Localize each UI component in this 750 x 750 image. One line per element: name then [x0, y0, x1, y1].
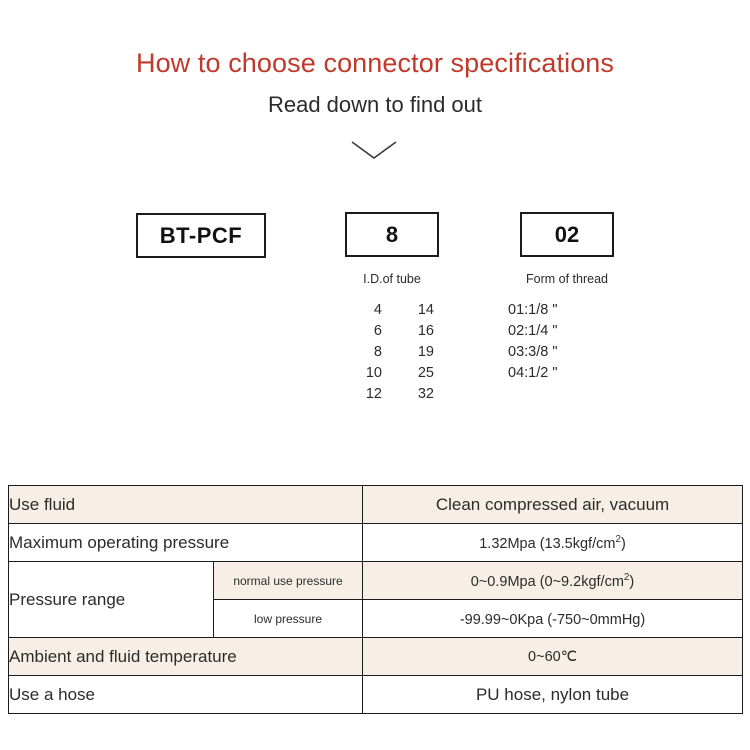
spec-label: Ambient and fluid temperature	[7, 637, 364, 676]
spec-value-prefix: -99.99~0Kpa (-750~0mmHg)	[459, 611, 646, 628]
spec-value: 0~0.9Mpa (0~9.2kgf/cm2)	[362, 561, 744, 600]
spec-label: Pressure range	[8, 561, 214, 638]
list-item: 01:1/8 "	[508, 302, 558, 318]
spec-sublabel: low pressure	[212, 599, 364, 638]
spec-value-sup: 2	[623, 571, 630, 583]
bore-value-b: 19	[417, 344, 434, 360]
list-item: 04:1/2 "	[508, 365, 558, 381]
page-title: How to choose connector specifications	[135, 48, 615, 78]
bore-value-a: 4	[373, 302, 382, 318]
list-item: 6 16	[330, 321, 454, 342]
bore-value-b: 32	[417, 386, 434, 402]
spec-value: -99.99~0Kpa (-750~0mmHg)	[362, 599, 744, 638]
table-row: Ambient and fluid temperature 0~60℃	[7, 637, 744, 676]
specification-table: Use fluid Clean compressed air, vacuum M…	[7, 485, 744, 714]
bore-value-a: 6	[373, 323, 382, 339]
spec-value-prefix: 1.32Mpa (13.5kgf/cm	[479, 535, 616, 552]
list-item: 03:3/8 "	[508, 344, 558, 360]
bore-value-b: 16	[417, 323, 434, 339]
table-row: Use a hose PU hose, nylon tube	[7, 675, 744, 714]
spec-value-prefix: 0~0.9Mpa (0~9.2kgf/cm	[470, 573, 624, 590]
caption-bore: I.D.of tube	[363, 272, 421, 286]
page-subtitle: Read down to find out	[267, 92, 483, 117]
spec-value-suffix: )	[629, 573, 635, 590]
spec-value-sup: 2	[615, 533, 621, 545]
table-row: Pressure range normal use pressure 0~0.9…	[8, 561, 744, 638]
list-item: 8 19	[330, 342, 454, 363]
code-box-bore-value: 8	[385, 221, 399, 247]
bore-value-b: 25	[417, 365, 434, 381]
spec-value: 0~60℃	[362, 637, 744, 676]
caption-thread: Form of thread	[526, 272, 608, 286]
spec-sublabel: normal use pressure	[212, 561, 364, 600]
spec-value: 1.32Mpa (13.5kgf/cm2)	[362, 523, 744, 562]
list-item: 4 14	[330, 300, 454, 321]
bore-value-a: 10	[365, 365, 382, 381]
spec-label: Maximum operating pressure	[7, 523, 364, 562]
spec-value: Clean compressed air, vacuum	[362, 485, 744, 524]
chevron-down-icon	[351, 141, 397, 159]
bore-value-a: 8	[373, 344, 382, 360]
table-row: Maximum operating pressure 1.32Mpa (13.5…	[7, 523, 744, 562]
list-item: 10 25	[330, 363, 454, 384]
spec-value: PU hose, nylon tube	[362, 675, 744, 714]
code-box-bore: 8	[345, 212, 439, 257]
bore-option-list: 4 14 6 16 8 19 10 25 12 32	[330, 300, 454, 405]
list-item: 12 32	[330, 384, 454, 405]
code-box-thread: 02	[520, 212, 614, 257]
spec-label: Use a hose	[7, 675, 364, 714]
spec-value-suffix: )	[620, 535, 626, 552]
table-row: Use fluid Clean compressed air, vacuum	[7, 485, 744, 524]
bore-value-a: 12	[365, 386, 382, 402]
thread-option-list: 01:1/8 " 02:1/4 " 03:3/8 " 04:1/2 "	[508, 300, 648, 384]
bore-value-b: 14	[417, 302, 434, 318]
spec-label: Use fluid	[7, 485, 364, 524]
code-box-thread-value: 02	[554, 221, 580, 247]
list-item: 02:1/4 "	[508, 323, 558, 339]
code-box-series: BT-PCF	[136, 213, 266, 258]
code-box-series-value: BT-PCF	[159, 222, 243, 248]
